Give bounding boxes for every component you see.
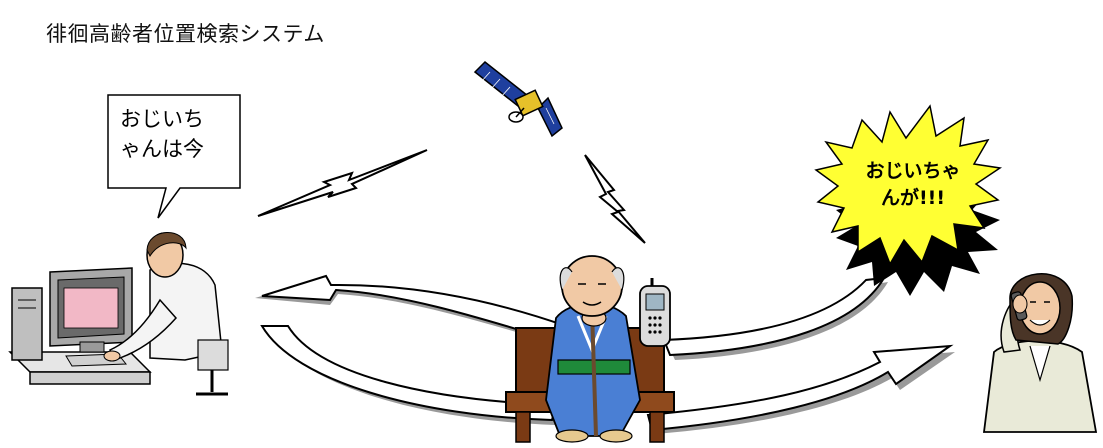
- alert-burst-line-1: おじいちゃ: [865, 160, 961, 182]
- speech-bubble-text: おじいち ゃんは今: [120, 104, 230, 164]
- speech-bubble-line-2: ゃんは今: [120, 137, 204, 161]
- satellite-icon: [473, 60, 563, 138]
- alert-burst-text: おじいちゃ んが!!!: [848, 158, 978, 212]
- arrow-to-woman: [646, 344, 955, 434]
- woman-on-phone-icon: [982, 273, 1098, 433]
- speech-bubble-line-1: おじいち: [120, 107, 204, 131]
- speech-bubble: [107, 94, 241, 219]
- alert-burst: [814, 104, 1003, 296]
- lightning-icon: [257, 149, 428, 217]
- page-title: 徘徊高齢者位置検索システム: [46, 22, 325, 46]
- computer-operator-icon: [8, 232, 229, 396]
- alert-burst-fill: [814, 104, 1003, 266]
- lightning-icon: [584, 154, 646, 244]
- mobile-phone-icon: [639, 278, 671, 347]
- elderly-man-icon: [505, 255, 675, 443]
- alert-burst-line-2: んが!!!: [881, 187, 945, 209]
- arrow-burst-to-bench: [662, 276, 888, 360]
